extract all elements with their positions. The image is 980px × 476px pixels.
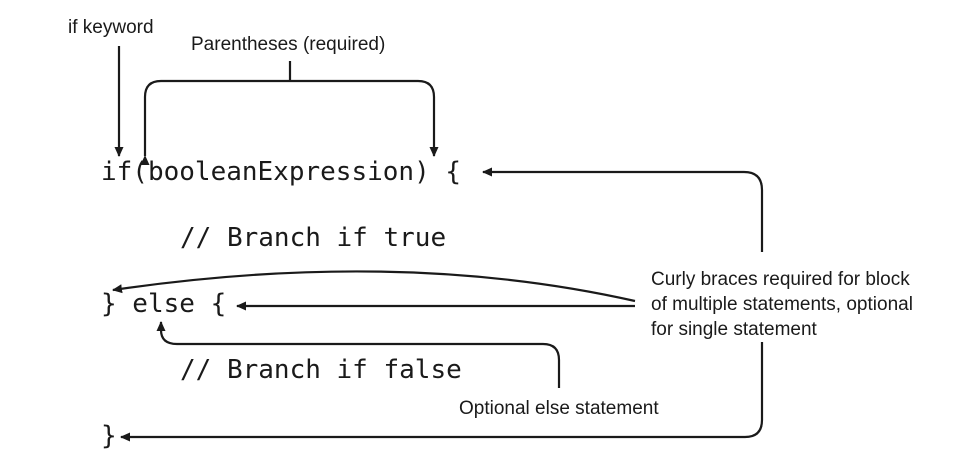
curly-braces-label-line-2: of multiple statements, optional [651, 294, 913, 315]
false-branch-comment: // Branch if false [180, 355, 462, 385]
parentheses-bracket [140, 79, 439, 165]
parentheses-label: Parentheses (required) [191, 34, 386, 55]
else-line: } else { [101, 289, 227, 319]
optional-else-arrow [156, 321, 561, 388]
if-keyword-label: if keyword [68, 17, 154, 38]
if-statement-line: if(booleanExpression) { [101, 157, 462, 187]
curly-braces-label-line-1: Curly braces required for block [651, 269, 910, 290]
curly-braces-label-line-3: for single statement [651, 319, 817, 340]
true-branch-comment: // Branch if true [180, 223, 447, 253]
optional-else-label: Optional else statement [459, 398, 659, 419]
curly-brace-arrow-else-close [112, 270, 636, 303]
curly-brace-arrow-final-close [120, 342, 764, 442]
curly-brace-arrow-if-open [482, 167, 764, 252]
closing-brace: } [101, 421, 117, 451]
